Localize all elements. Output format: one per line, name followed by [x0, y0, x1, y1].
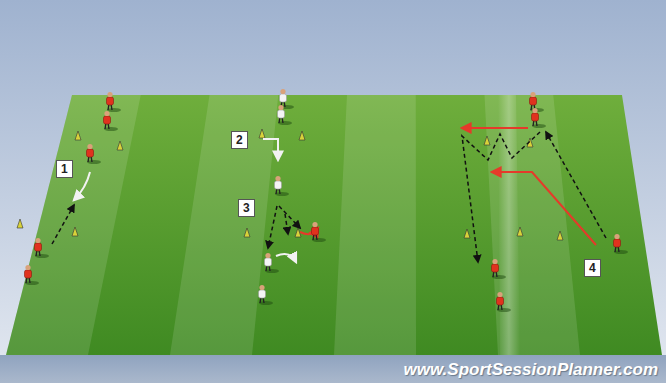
cone — [17, 219, 23, 228]
player — [532, 108, 547, 128]
player — [492, 259, 507, 279]
cone — [517, 227, 523, 236]
player — [614, 234, 629, 254]
callout-number: 2 — [231, 131, 248, 149]
cone — [299, 131, 305, 140]
cone — [117, 141, 123, 150]
cone — [484, 136, 490, 145]
cone — [464, 229, 470, 238]
player — [497, 292, 512, 312]
cone — [244, 228, 250, 237]
player — [265, 253, 280, 273]
cone — [259, 129, 265, 138]
cone — [557, 231, 563, 240]
player — [107, 92, 122, 112]
callout-number: 1 — [56, 160, 73, 178]
callout-number: 3 — [238, 199, 255, 217]
player — [35, 238, 50, 258]
player — [104, 111, 119, 131]
callout-number: 4 — [584, 259, 601, 277]
player — [275, 176, 290, 196]
watermark-text: www.SportSessionPlanner.com — [404, 360, 658, 380]
cone — [72, 227, 78, 236]
player — [312, 222, 327, 242]
player — [278, 105, 293, 125]
player — [25, 265, 40, 285]
cone — [75, 131, 81, 140]
player — [259, 285, 274, 305]
player — [87, 144, 102, 164]
